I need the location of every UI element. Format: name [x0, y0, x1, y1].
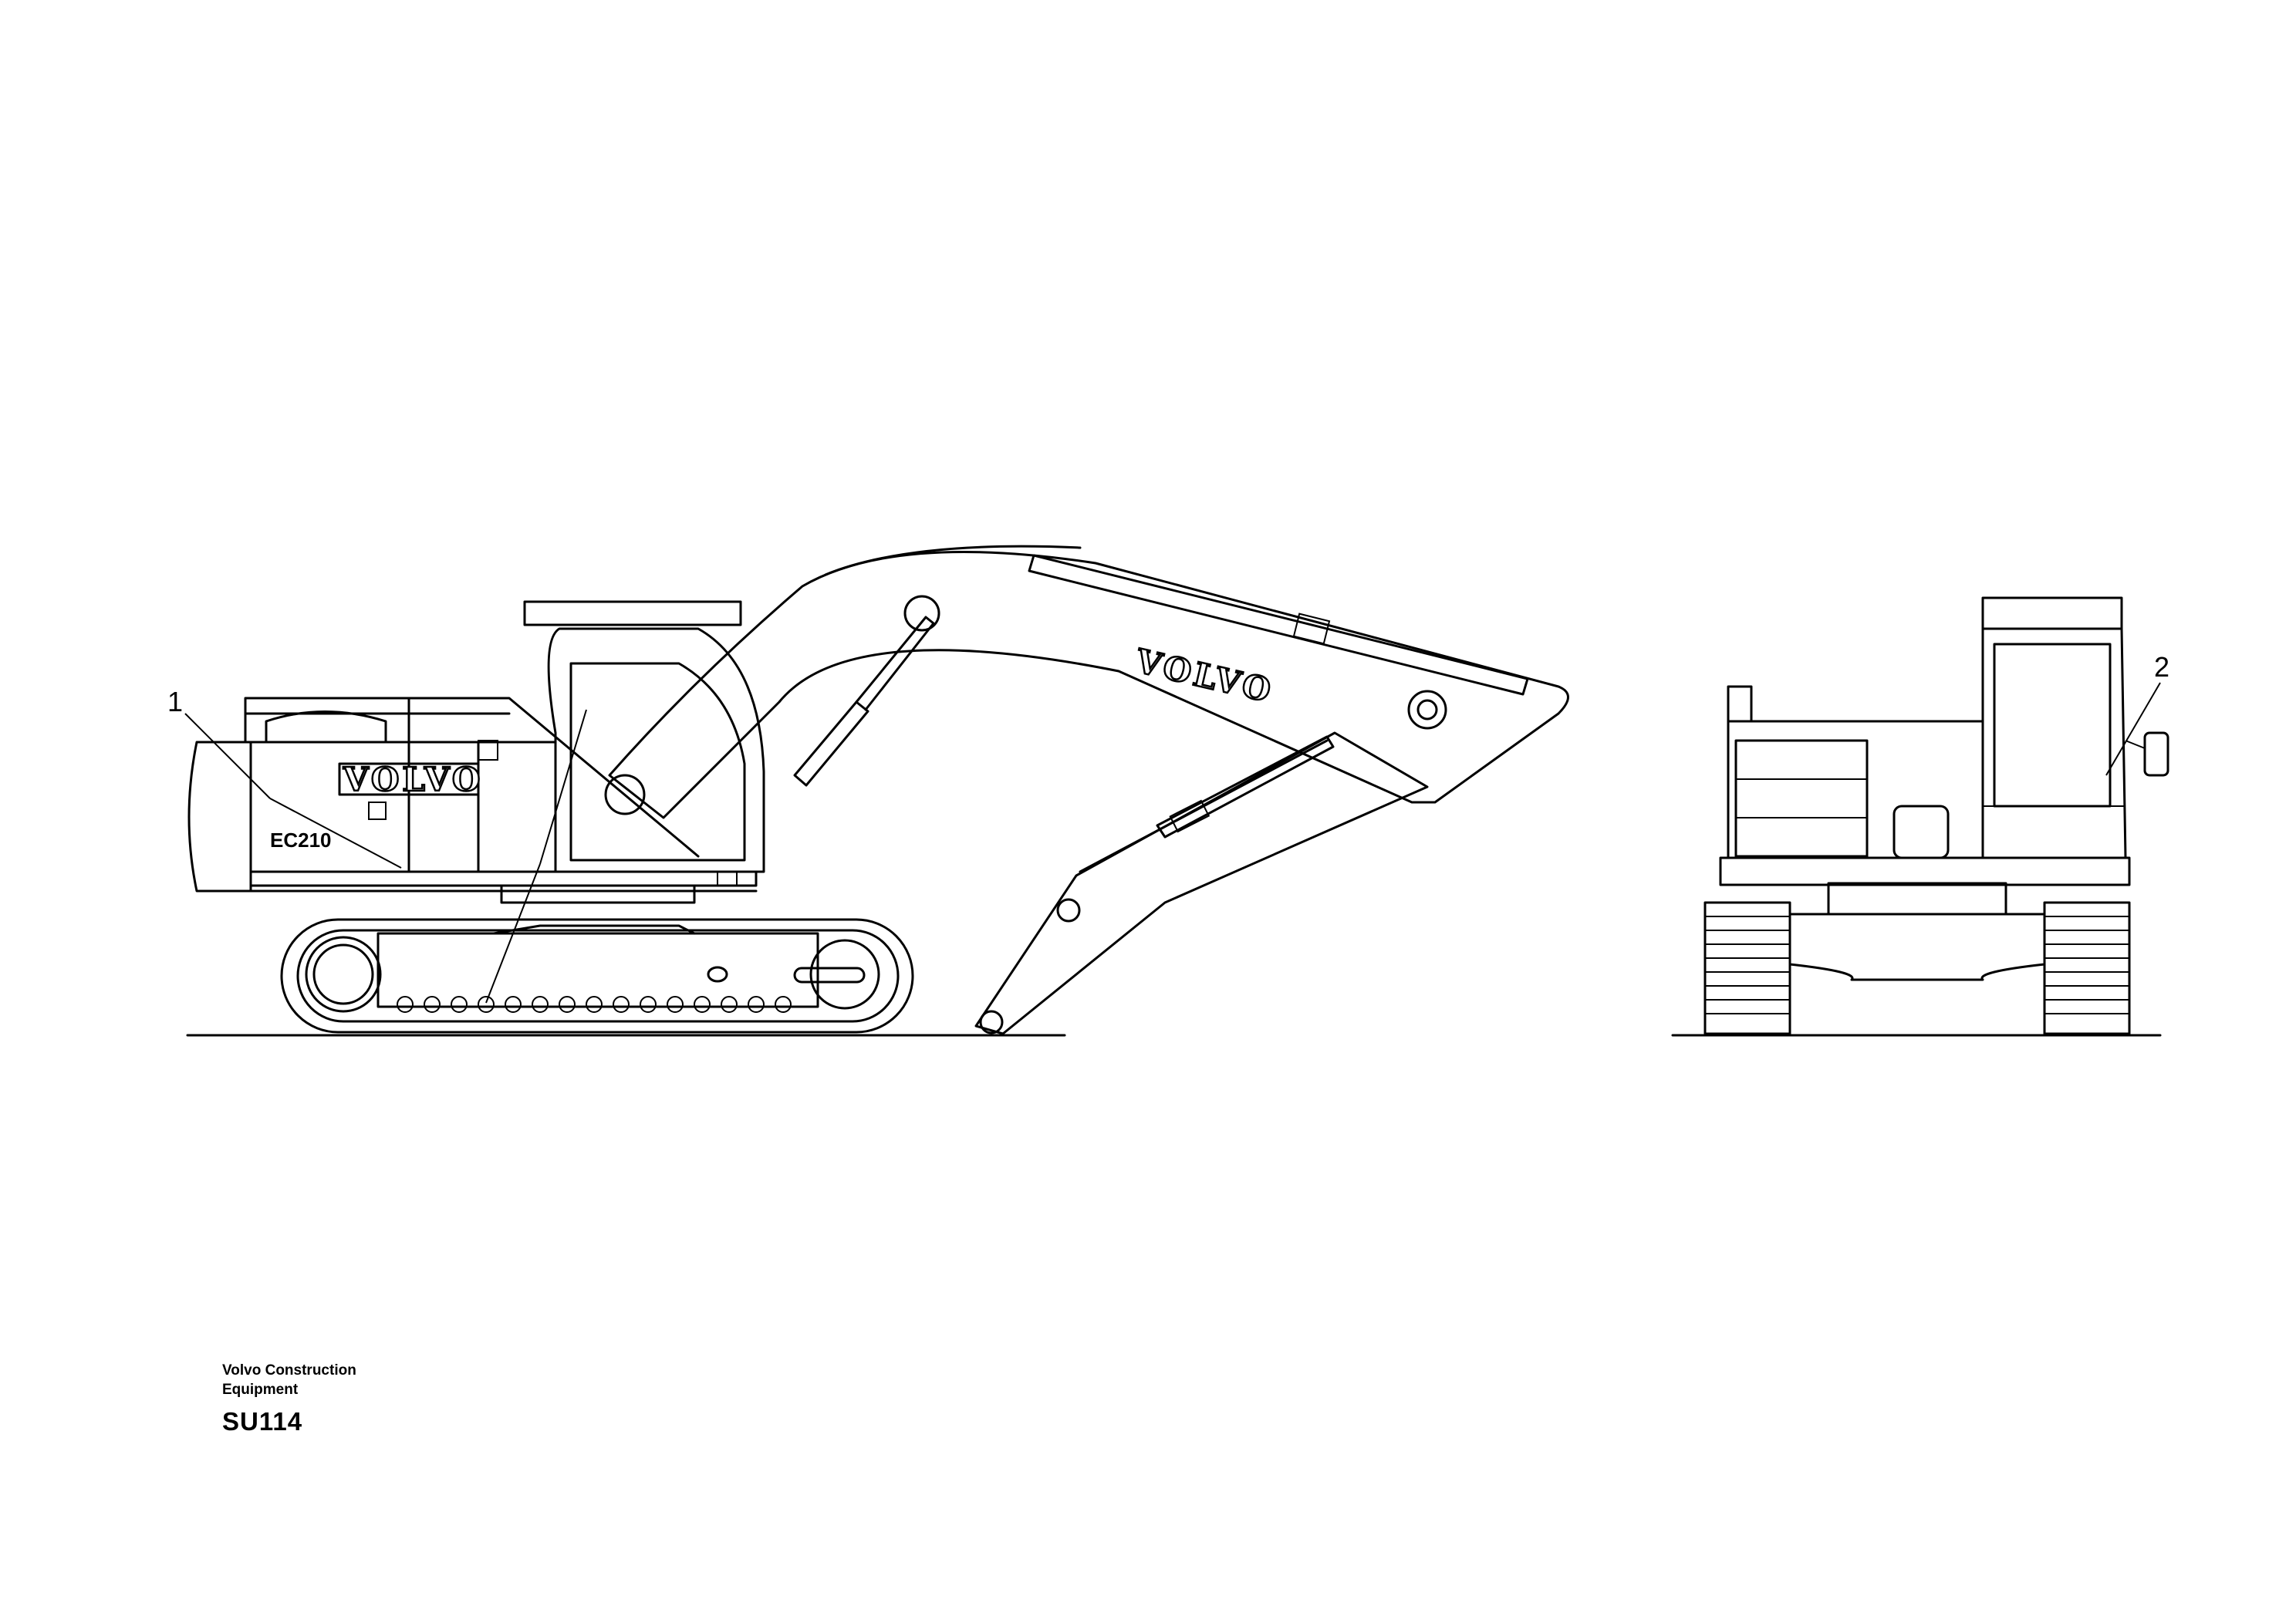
- side-track: [280, 918, 914, 1034]
- boom-brand: VOLVO: [1132, 642, 1278, 710]
- boom: VOLVO: [604, 545, 1569, 819]
- company-name: Volvo Construction Equipment: [222, 1362, 356, 1398]
- callout-2: 2: [2105, 651, 2169, 776]
- drawing-code: SU114: [222, 1407, 303, 1436]
- callout-1: 1: [167, 686, 587, 1004]
- callout-2-number: 2: [2154, 651, 2169, 683]
- rear-upper-body: [1719, 596, 2169, 886]
- rear-right-track: [2043, 901, 2131, 1035]
- footer: Volvo Construction Equipment SU114: [222, 1361, 400, 1436]
- rear-view: 2: [1671, 596, 2169, 1037]
- callout-1-number: 1: [167, 686, 183, 717]
- rear-left-track: [1703, 901, 1791, 1035]
- track-rollers: [397, 996, 792, 1013]
- bucket-cylinder: [1156, 735, 1335, 839]
- body-brand: VOLVO: [343, 761, 483, 798]
- rear-undercarriage: [1788, 913, 2046, 981]
- model-label: EC210: [270, 829, 332, 852]
- body-decal-panel: [338, 762, 480, 796]
- boom-cylinder: [793, 616, 935, 787]
- arm-cylinder: [1028, 554, 1529, 696]
- side-view: VOLVO VOLVO EC210 1: [167, 545, 1569, 1037]
